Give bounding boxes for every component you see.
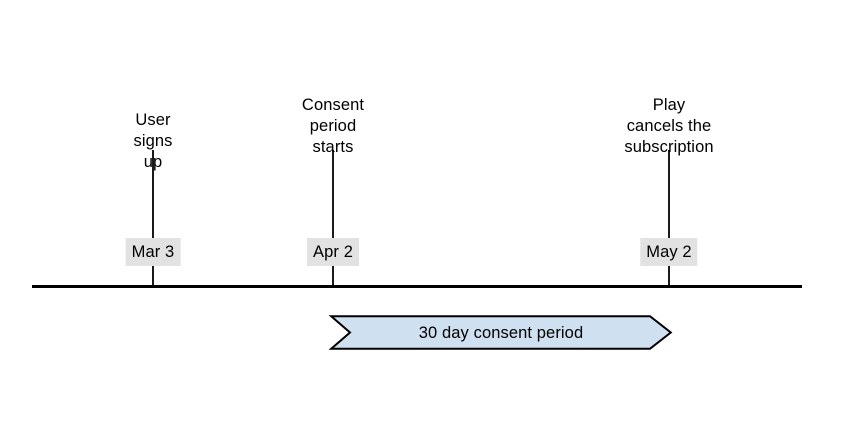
event-label: User signs up — [133, 111, 173, 171]
banner-polygon — [328, 315, 673, 350]
consent-period-banner: 30 day consent period — [328, 315, 673, 350]
event-tick-line — [668, 150, 670, 285]
event-date-chip: Apr 2 — [307, 238, 359, 266]
event-tick-line — [152, 150, 154, 285]
event-label: Play cancels the subscription — [624, 96, 714, 156]
event-date-chip: May 2 — [640, 238, 698, 266]
event-date-chip: Mar 3 — [125, 238, 181, 266]
banner-label: 30 day consent period — [418, 323, 584, 342]
timeline-axis — [32, 285, 802, 288]
event-label: Consent period starts — [301, 96, 365, 156]
event-tick-line — [332, 150, 334, 285]
banner-chevron-shape — [328, 315, 673, 350]
